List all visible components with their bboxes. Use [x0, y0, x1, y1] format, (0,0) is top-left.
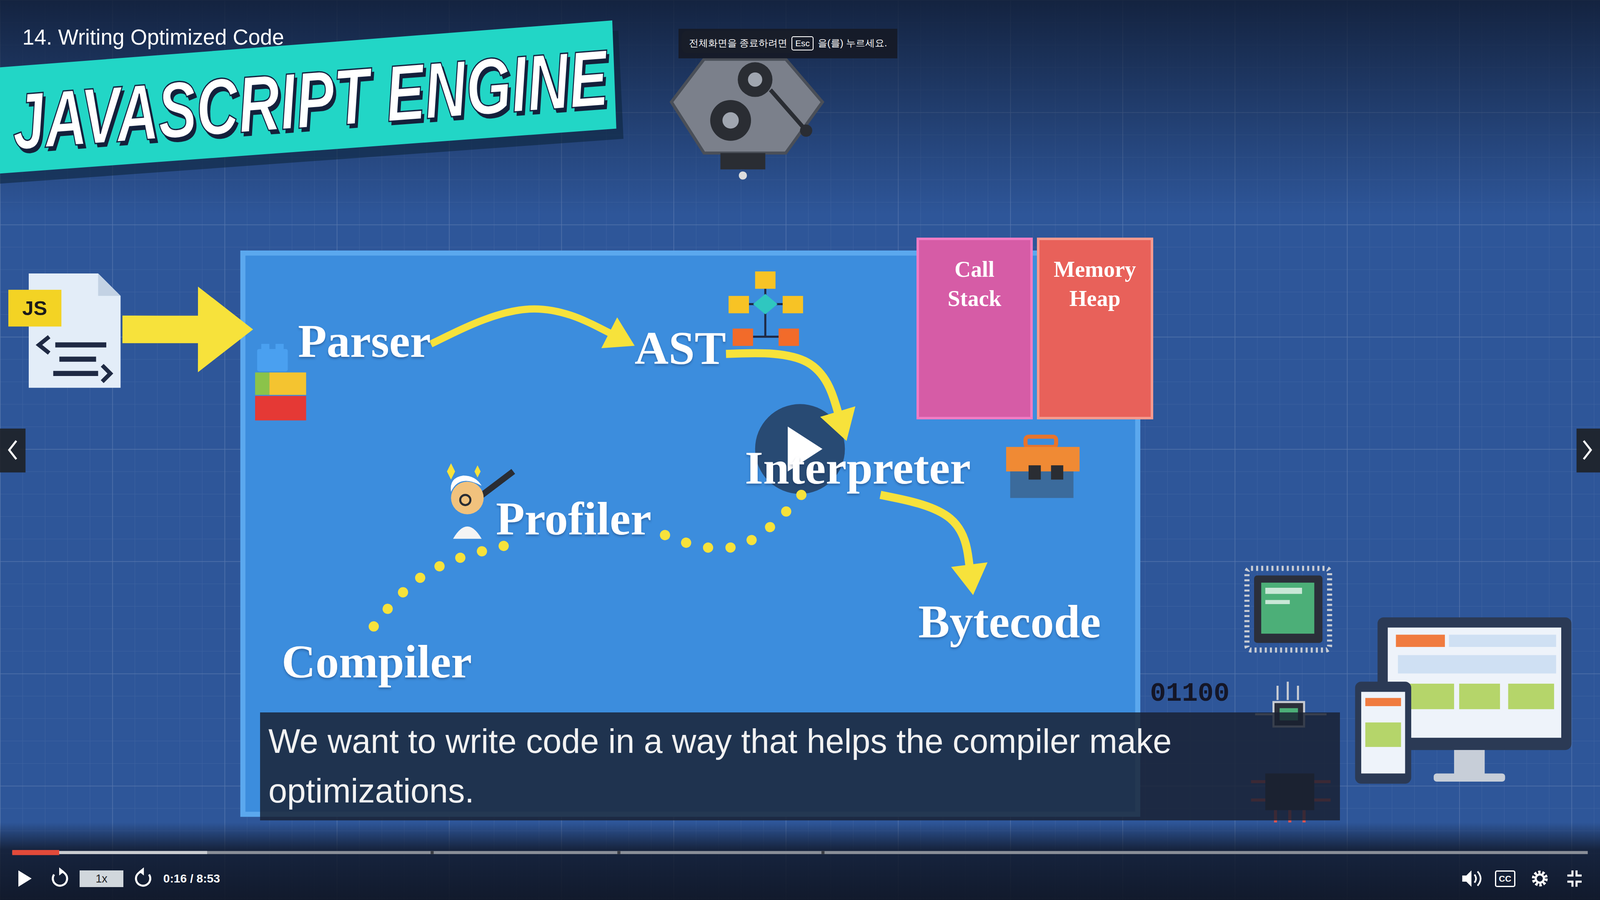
connector-line [726, 353, 839, 416]
arrow-head [601, 317, 635, 349]
connector-line [122, 315, 207, 344]
file-illustration [8, 273, 123, 390]
connector-line [880, 494, 970, 569]
stage-label: AST [634, 321, 727, 376]
stage-label: Compiler [281, 634, 473, 689]
fullscreen-hint: 을(를) 누르세요. [817, 37, 887, 50]
devices-icon [1354, 617, 1572, 784]
box-label: Memory Heap [1045, 254, 1145, 313]
ast-tree-icon [728, 271, 804, 346]
flow-arrow [651, 494, 802, 549]
stage-label: Parser [252, 314, 431, 369]
box-label: Call Stack [924, 254, 1025, 313]
key-cap: Esc [791, 36, 814, 51]
speed-control: 1x [79, 870, 124, 887]
stage-label: Bytecode [918, 594, 1102, 649]
stage-name: AST [634, 321, 727, 376]
connector-line [367, 545, 504, 635]
fullscreen-tooltip: 전체화면을 종료하려면Esc을(를) 누르세요. [678, 28, 898, 59]
title-banner [0, 20, 624, 184]
flow-arrow [367, 545, 504, 635]
connector-line [430, 308, 614, 344]
call-stack-box: Call Stack [916, 237, 1033, 420]
banner-title: JAVASCRIPT ENGINE [9, 37, 611, 163]
stage-name: Profiler [495, 491, 652, 546]
fullscreen-hint: 전체화면을 종료하려면 [688, 37, 788, 50]
toolbox-icon [1006, 436, 1080, 499]
lecture-title: 14. Writing Optimized Code [22, 24, 285, 51]
stage-label: Profiler [495, 491, 652, 546]
stage-label: Interpreter [744, 440, 971, 496]
cpu-chip-icon [1246, 568, 1330, 650]
subtitle-caption: We want to write code in a way that help… [260, 712, 1340, 821]
flow-arrow [122, 286, 253, 373]
stage-name: Interpreter [744, 440, 971, 496]
captions-button: CC [1494, 870, 1516, 887]
js-file-icon: JS [8, 273, 123, 390]
player-control-bar [0, 822, 1600, 900]
flow-arrow [880, 494, 988, 595]
stage-name: Compiler [281, 634, 473, 689]
flow-arrow [430, 308, 635, 349]
file-tag-text: JS [8, 289, 62, 327]
arrow-head [820, 406, 856, 441]
flow-arrow [726, 353, 856, 441]
arrow-head [197, 286, 253, 373]
stage-name: Parser [297, 314, 431, 369]
binary-digits: 01100 [1149, 677, 1230, 710]
arrow-head [951, 562, 988, 595]
connector-line [651, 494, 802, 549]
stage-name: Bytecode [918, 594, 1102, 649]
time-display: 0:16 / 8:53 [163, 870, 221, 887]
memory-heap-box: Memory Heap [1036, 237, 1154, 420]
